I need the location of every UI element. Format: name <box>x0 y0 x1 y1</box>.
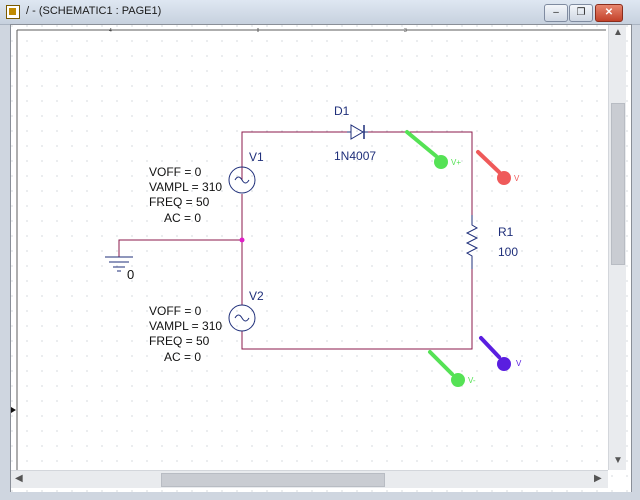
window-bottom-edge <box>0 492 640 500</box>
probe-tip-icon <box>434 155 448 169</box>
scroll-up-icon[interactable]: ▲ <box>613 27 623 38</box>
horizontal-scrollbar[interactable]: ◀ ▶ <box>11 470 608 488</box>
ruler-mark-2: 3 <box>404 28 407 34</box>
close-button[interactable]: ✕ <box>595 4 623 22</box>
source-v2[interactable] <box>228 304 256 332</box>
resistor-icon <box>465 215 479 269</box>
source2-param[interactable]: FREQ = 50 <box>149 334 210 348</box>
voltage-probe-green-bottom[interactable]: V- <box>428 350 476 387</box>
wire-bottom[interactable] <box>241 269 473 350</box>
ac-source-icon <box>228 166 256 194</box>
probe-icon <box>479 336 501 359</box>
probe-label: V <box>516 359 522 368</box>
probe-tip-icon <box>497 171 511 185</box>
page-marker-icon <box>11 407 16 413</box>
scroll-left-icon[interactable]: ◀ <box>15 473 23 484</box>
schematic-canvas[interactable]: 4 3 0 <box>11 25 631 493</box>
scroll-right-icon[interactable]: ▶ <box>594 473 602 484</box>
probe-label: V- <box>468 376 476 385</box>
ground-icon[interactable] <box>105 256 133 272</box>
voltage-probe-red[interactable]: V <box>476 150 520 185</box>
wire-ground[interactable] <box>118 239 242 257</box>
app-icon[interactable] <box>6 5 20 19</box>
wire-top-left[interactable] <box>241 131 351 180</box>
ground-label: 0 <box>127 267 134 282</box>
ruler-mark-1: 4 <box>109 28 112 34</box>
source2-param[interactable]: VAMPL = 310 <box>149 319 222 333</box>
resistor-value[interactable]: 100 <box>498 245 518 259</box>
resistor-r1[interactable] <box>465 215 479 269</box>
diode-ref[interactable]: D1 <box>334 104 350 118</box>
wire-top-right[interactable] <box>368 131 473 215</box>
probe-icon <box>405 130 438 158</box>
minimize-button[interactable]: – <box>544 4 568 22</box>
source2-ref[interactable]: V2 <box>249 289 264 303</box>
window-title: / - (SCHEMATIC1 : PAGE1) <box>26 5 162 17</box>
scroll-down-icon[interactable]: ▼ <box>613 455 623 466</box>
probe-icon <box>428 350 454 376</box>
probe-label: V <box>514 174 520 183</box>
schematic-frame: 4 3 0 <box>10 24 632 494</box>
diode-part[interactable]: 1N4007 <box>334 149 376 163</box>
resistor-ref[interactable]: R1 <box>498 225 514 239</box>
ac-source-icon <box>228 304 256 332</box>
source1-param[interactable]: VOFF = 0 <box>149 165 202 179</box>
title-bar[interactable]: / - (SCHEMATIC1 : PAGE1) – ❐ ✕ <box>0 0 640 25</box>
source1-param[interactable]: VAMPL = 310 <box>149 180 222 194</box>
sine-wave-icon <box>234 176 250 184</box>
vertical-scroll-thumb[interactable] <box>611 103 625 265</box>
voltage-probe-purple[interactable]: V <box>479 336 522 371</box>
restore-button[interactable]: ❐ <box>569 4 593 22</box>
vertical-scrollbar[interactable]: ▲ ▼ <box>608 25 626 470</box>
voltage-probe-green-top[interactable]: V+ <box>405 130 461 169</box>
wires[interactable] <box>118 131 473 350</box>
sine-wave-icon <box>234 314 250 322</box>
source2-param[interactable]: VOFF = 0 <box>149 304 202 318</box>
diode-icon <box>350 124 364 140</box>
grid-background <box>11 25 631 493</box>
probe-tip-icon <box>451 373 465 387</box>
diode-d1[interactable] <box>347 124 368 140</box>
probe-tip-icon <box>497 357 511 371</box>
source1-param[interactable]: AC = 0 <box>164 211 201 225</box>
source1-ref[interactable]: V1 <box>249 150 264 164</box>
horizontal-scroll-thumb[interactable] <box>161 473 385 487</box>
source-v1[interactable] <box>228 166 256 194</box>
junction-dot <box>239 237 245 243</box>
probe-icon <box>476 150 501 174</box>
source1-param[interactable]: FREQ = 50 <box>149 195 210 209</box>
probe-label: V+ <box>451 158 461 167</box>
source2-param[interactable]: AC = 0 <box>164 350 201 364</box>
